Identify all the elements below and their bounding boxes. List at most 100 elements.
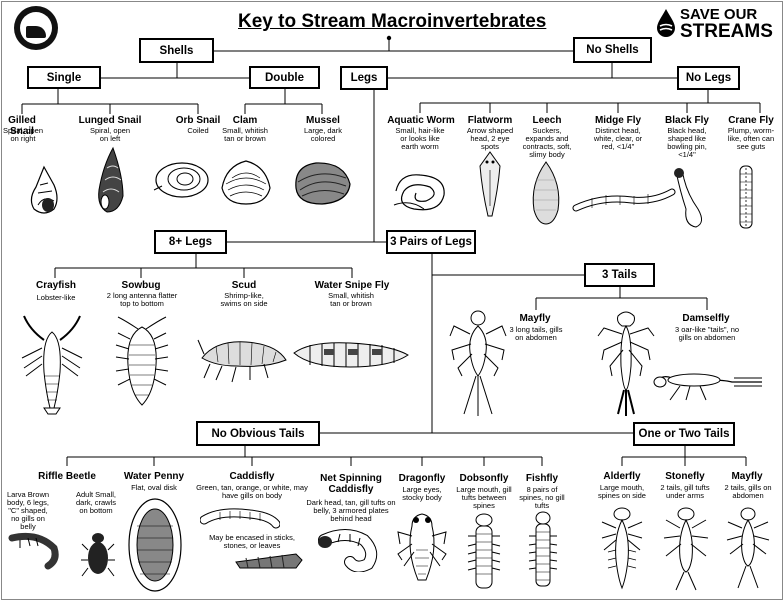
black-fly-desc: Black head, shaped like bowling pin, <1/… — [667, 126, 707, 159]
dobsonfly-desc: Large mouth, gill tufts between spines — [456, 485, 512, 510]
damselfly-name: Damselfly — [682, 313, 730, 324]
alderfly-larva-illustration — [601, 507, 643, 590]
mussel-name: Mussel — [306, 115, 340, 126]
caddisfly-larva-illustration — [200, 508, 280, 529]
lunged-snail-desc: Spiral, open on left — [89, 126, 131, 143]
water-snipe-fly-illustration — [293, 342, 409, 368]
sowbug-name: Sowbug — [121, 280, 161, 291]
brand-name: SAVE OUR STREAMS — [680, 7, 773, 41]
caddisfly-case-illustration — [235, 553, 303, 569]
damselfly-desc: 3 oar-like "tails", no gills on abdomen — [674, 325, 740, 342]
box-no-legs: No Legs — [677, 66, 740, 90]
water-penny-illustration — [128, 498, 182, 592]
net-spinning-caddisfly-name: Net Spinning Caddisfly — [320, 473, 382, 495]
orb-snail-illustration — [153, 162, 209, 198]
box-single: Single — [27, 66, 101, 89]
box-no-obvious-tails: No Obvious Tails — [196, 421, 320, 446]
box-one-or-two-tails: One or Two Tails — [633, 422, 735, 446]
orb-snail-desc: Coiled — [187, 126, 209, 135]
leech-name: Leech — [532, 115, 562, 126]
fishfly-name: Fishfly — [525, 473, 559, 484]
crayfish-desc: Lobster-like — [36, 293, 76, 302]
mussel-desc: Large, dark colored — [304, 126, 342, 143]
alderfly-desc: Large mouth, spines on side — [598, 483, 646, 500]
black-fly-name: Black Fly — [665, 115, 709, 126]
box-8-legs: 8+ Legs — [154, 230, 227, 254]
mussel-illustration — [295, 162, 351, 205]
midge-fly-desc: Distinct head, white, clear, or red, <1/… — [593, 126, 643, 151]
crane-fly-desc: Plump, worm-like, often can see guts — [727, 126, 775, 151]
brand-line-1: SAVE OUR — [680, 6, 758, 23]
midge-fly-illustration — [572, 188, 676, 212]
flatworm-name: Flatworm — [467, 115, 513, 126]
mayfly-2-tails-illustration — [726, 507, 770, 589]
riffle-beetle-adult-illustration — [81, 533, 115, 577]
scud-desc: Shrimp-like, swims on side — [220, 291, 268, 308]
alderfly-name: Alderfly — [603, 471, 641, 482]
mayfly-2-tails-name: Mayfly — [731, 471, 763, 482]
gilled-snail-name: Gilled Snail — [8, 115, 36, 137]
lunged-snail-illustration — [98, 146, 124, 213]
crayfish-illustration — [21, 315, 83, 415]
flatworm-illustration — [479, 151, 501, 217]
net-spinning-caddisfly-desc: Dark head, tan, gill tufts on belly, 3 a… — [306, 498, 396, 523]
caddisfly-case-desc: May be encased in sticks, stones, or lea… — [209, 533, 295, 550]
caddisfly-desc: Green, tan, orange, or white, may have g… — [196, 483, 308, 500]
scud-illustration — [197, 339, 287, 383]
box-shells: Shells — [139, 38, 214, 63]
leech-desc: Suckers, expands and contracts, soft, sl… — [522, 126, 572, 159]
dragonfly-name: Dragonfly — [398, 473, 446, 484]
riffle-beetle-name: Riffle Beetle — [38, 471, 96, 482]
caddisfly-name: Caddisfly — [229, 471, 275, 482]
black-fly-illustration — [674, 168, 702, 228]
scud-name: Scud — [231, 280, 257, 291]
water-snipe-fly-name: Water Snipe Fly — [314, 280, 390, 291]
flatworm-desc: Arrow shaped head, 2 eye spots — [466, 126, 514, 151]
crane-fly-name: Crane Fly — [728, 115, 774, 126]
gilled-snail-desc: Spiral, open on right — [2, 126, 44, 143]
watershed-logo — [14, 6, 58, 50]
box-3-pairs-of-legs: 3 Pairs of Legs — [386, 230, 476, 254]
riffle-beetle-larva-illustration — [8, 532, 59, 570]
fishfly-desc: 8 pairs of spines, no gill tufts — [519, 485, 565, 510]
mayfly-3-tails-desc: 3 long tails, gills on abdomen — [509, 325, 563, 342]
orb-snail-name: Orb Snail — [175, 115, 221, 126]
aquatic-worm-desc: Small, hair-like or looks like earth wor… — [395, 126, 445, 151]
mayfly-2-tails-desc: 2 tails, gills on abdomen — [724, 483, 772, 500]
riffle-beetle-larva-desc: Larva Brown body, 6 legs, "C" shaped, no… — [6, 490, 50, 531]
dobsonfly-larva-illustration — [467, 513, 501, 589]
damselfly-illustration — [597, 311, 655, 416]
box-legs: Legs — [340, 66, 388, 90]
riffle-beetle-adult-desc: Adult Small, dark, crawls on bottom — [75, 490, 117, 515]
sowbug-illustration — [115, 316, 169, 406]
damselfly-side-illustration — [653, 373, 762, 401]
water-drop-icon — [657, 9, 675, 37]
box-3-tails: 3 Tails — [584, 263, 655, 287]
water-penny-desc: Flat, oval disk — [131, 483, 177, 492]
fishfly-larva-illustration — [528, 511, 558, 587]
aquatic-worm-illustration — [393, 174, 445, 211]
lunged-snail-name: Lunged Snail — [78, 115, 142, 126]
aquatic-worm-name: Aquatic Worm — [387, 115, 455, 126]
crane-fly-illustration — [739, 165, 753, 229]
midge-fly-name: Midge Fly — [594, 115, 642, 126]
dragonfly-larva-illustration — [397, 513, 447, 581]
crayfish-name: Crayfish — [35, 280, 76, 291]
net-spinning-caddisfly-illustration — [318, 529, 378, 572]
leech-illustration — [532, 161, 560, 225]
stonefly-desc: 2 tails, gill tufts under arms — [660, 483, 710, 500]
mayfly-3-tails-illustration — [449, 310, 507, 416]
sowbug-desc: 2 long antenna flatter top to bottom — [106, 291, 178, 308]
dobsonfly-name: Dobsonfly — [459, 473, 509, 484]
water-snipe-fly-desc: Small, whitish tan or brown — [328, 291, 374, 308]
stonefly-name: Stonefly — [665, 471, 705, 482]
stonefly-larva-illustration — [663, 507, 709, 591]
mayfly-3-tails-name: Mayfly — [519, 313, 551, 324]
clam-name: Clam — [232, 115, 258, 126]
clam-illustration — [221, 160, 271, 205]
box-double: Double — [249, 66, 320, 89]
gilled-snail-illustration — [30, 165, 58, 214]
water-penny-name: Water Penny — [123, 471, 185, 482]
